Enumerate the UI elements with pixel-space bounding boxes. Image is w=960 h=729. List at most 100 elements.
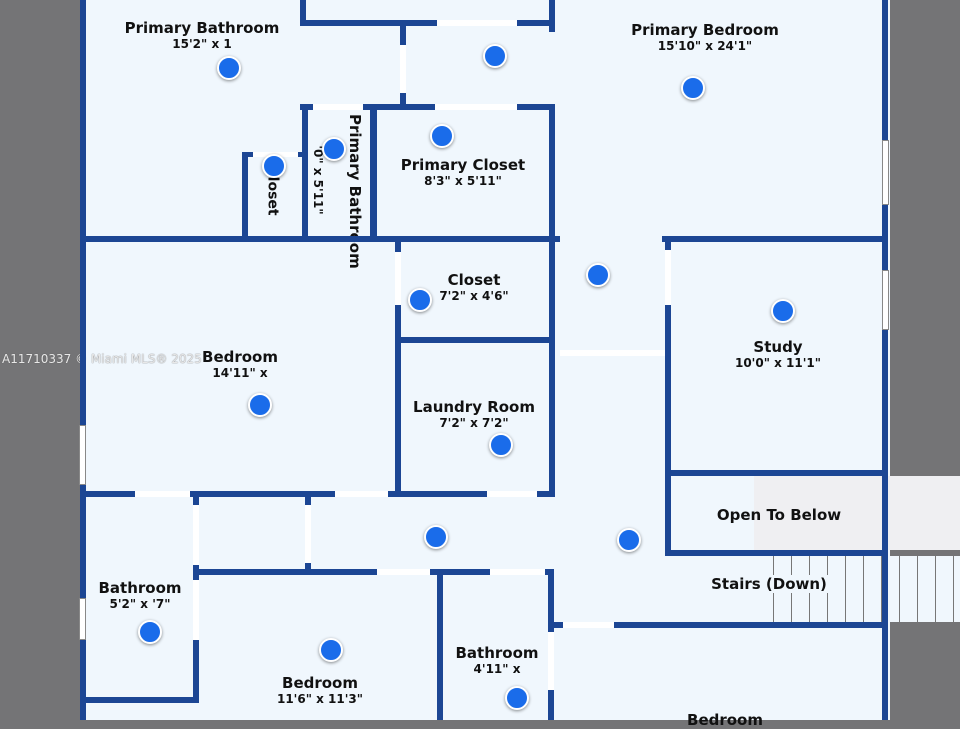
- room-dims: 15'10" x 24'1": [657, 39, 753, 53]
- photo-marker-dot[interactable]: [681, 76, 705, 100]
- window: [79, 598, 86, 640]
- photo-marker-dot[interactable]: [322, 137, 346, 161]
- door-opening: [437, 20, 517, 26]
- door-opening: [395, 252, 401, 305]
- room-name: Study: [753, 338, 803, 356]
- photo-marker-dot[interactable]: [424, 525, 448, 549]
- photo-marker-dot[interactable]: [138, 620, 162, 644]
- room-name: Primary Closet: [400, 156, 526, 174]
- door-opening: [335, 491, 388, 497]
- door-opening: [377, 569, 430, 575]
- door-opening: [487, 491, 537, 497]
- window: [882, 140, 889, 205]
- wall: [549, 104, 555, 240]
- door-opening: [665, 250, 671, 305]
- door-opening: [560, 350, 665, 356]
- room-name: Bathroom: [455, 644, 539, 662]
- room-label-open-to-below: Open To Below: [717, 506, 841, 524]
- wall: [302, 104, 308, 240]
- room-name: Primary Bedroom: [631, 21, 779, 39]
- wall: [395, 240, 401, 497]
- photo-marker-dot[interactable]: [489, 433, 513, 457]
- wall: [300, 104, 555, 110]
- wall: [80, 697, 197, 703]
- door-opening: [563, 622, 614, 628]
- wall: [242, 152, 248, 240]
- photo-marker-dot[interactable]: [319, 638, 343, 662]
- room-name: Laundry Room: [413, 398, 535, 416]
- room-name: Closet: [447, 271, 501, 289]
- wall: [662, 236, 888, 242]
- door-opening: [490, 569, 545, 575]
- wall: [80, 491, 552, 497]
- door-opening: [135, 491, 190, 497]
- photo-marker-dot[interactable]: [262, 154, 286, 178]
- window: [79, 425, 86, 485]
- wall: [300, 20, 552, 26]
- wall: [549, 240, 555, 497]
- wall: [199, 569, 552, 575]
- wall: [80, 0, 86, 720]
- wall: [400, 337, 552, 343]
- room-dims: 14'11" x: [212, 366, 268, 380]
- photo-marker-dot[interactable]: [217, 56, 241, 80]
- room-name: Primary Bathroom: [124, 19, 280, 37]
- photo-marker-dot[interactable]: [430, 124, 454, 148]
- room-name: Bathroom: [98, 579, 182, 597]
- photo-marker-dot[interactable]: [248, 393, 272, 417]
- door-opening: [313, 104, 363, 110]
- room-dims: 7'2" x 4'6": [439, 289, 509, 303]
- door-opening: [435, 104, 517, 110]
- wall: [370, 104, 377, 240]
- room-name: Stairs (Down): [711, 575, 827, 593]
- room-dims: 15'2" x 1: [172, 37, 232, 51]
- photo-marker-dot[interactable]: [771, 299, 795, 323]
- photo-marker-dot[interactable]: [505, 686, 529, 710]
- door-opening: [193, 505, 199, 565]
- room-label-primary-bathroom-2: Primary Bathroom: [346, 114, 364, 269]
- photo-marker-dot[interactable]: [617, 528, 641, 552]
- room-dims: 4'11" x: [473, 662, 521, 676]
- room-dims: 11'6" x 11'3": [276, 692, 364, 706]
- wall: [549, 0, 555, 32]
- wall: [437, 569, 443, 720]
- room-dims: 8'3" x 5'11": [424, 174, 502, 188]
- wall: [548, 622, 888, 628]
- room-label-stairs: Stairs (Down): [708, 575, 830, 593]
- wall: [668, 470, 882, 476]
- watermark: A11710337 © Miami MLS® 2025: [2, 352, 202, 366]
- room-dims: 7'2" x 7'2": [439, 416, 509, 430]
- room-name: Bedroom: [282, 674, 358, 692]
- wall: [80, 236, 560, 242]
- door-opening: [400, 45, 406, 93]
- room-label-bedroom-3: Bedroom: [687, 711, 763, 729]
- room-name: Bedroom: [202, 348, 278, 366]
- floor-plan: [80, 0, 960, 720]
- photo-marker-dot[interactable]: [483, 44, 507, 68]
- open-to-below-area: [754, 476, 960, 550]
- door-opening: [193, 580, 199, 640]
- photo-marker-dot[interactable]: [586, 263, 610, 287]
- door-opening: [548, 632, 554, 690]
- door-opening: [305, 505, 311, 563]
- room-dims: 5'2" x '7": [109, 597, 171, 611]
- window: [882, 270, 889, 330]
- wall: [300, 0, 306, 26]
- photo-marker-dot[interactable]: [408, 288, 432, 312]
- wall: [882, 0, 888, 720]
- room-dims: 10'0" x 11'1": [734, 356, 822, 370]
- room-name: Bedroom: [687, 711, 763, 729]
- wall: [665, 236, 671, 556]
- wall: [668, 550, 882, 556]
- room-name: Open To Below: [716, 506, 842, 524]
